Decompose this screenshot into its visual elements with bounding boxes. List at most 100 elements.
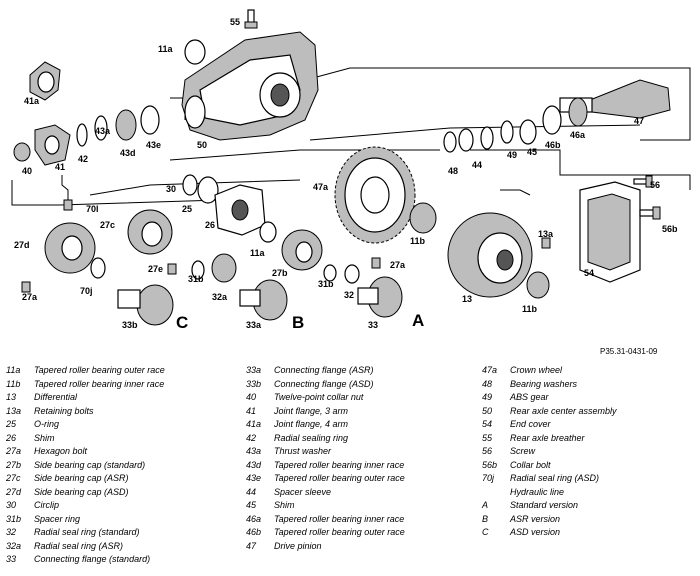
- crown-wheel-part: [334, 146, 416, 244]
- version-markers: C B A: [176, 311, 424, 332]
- version-marker-a: A: [412, 311, 424, 330]
- pinion-bearing-set-part: [76, 105, 160, 147]
- legend-row: 41a Joint flange, 4 arm: [246, 418, 405, 432]
- legend-code: 46a: [246, 513, 262, 524]
- legend-text: Radial seal ring (standard): [34, 527, 140, 537]
- legend-code: 13a: [6, 405, 22, 416]
- legend-code: 44: [246, 486, 257, 497]
- legend-text: Differential: [34, 392, 78, 402]
- legend-text: Joint flange, 4 arm: [274, 419, 349, 429]
- callout: 43e: [146, 140, 161, 150]
- callout: 70j: [80, 286, 93, 296]
- joint-flange-3arm-part: [34, 124, 71, 166]
- legend-text: Drive pinion: [274, 540, 322, 551]
- legend-code: 42: [246, 432, 257, 443]
- legend-code: 55: [482, 432, 493, 443]
- legend-code: 46b: [246, 527, 262, 537]
- legend-code: 32a: [6, 540, 22, 551]
- legend-row: Hydraulic line: [482, 486, 617, 500]
- legend-text: Rear axle breather: [510, 432, 585, 443]
- legend-code: 70j: [482, 473, 495, 483]
- callout: 27c: [100, 220, 115, 230]
- legend-code: 43e: [246, 473, 262, 483]
- legend-text: Spacer sleeve: [274, 486, 332, 497]
- legend-text: Rear axle center assembly: [510, 405, 617, 416]
- side-bearing-cap-standard-part: [281, 229, 323, 271]
- legend-code: 56b: [482, 459, 498, 470]
- spacer-ring-part: [191, 260, 205, 280]
- legend-code: B: [482, 513, 489, 524]
- legend-text: Connecting flange (ASR): [274, 365, 374, 375]
- callout: 55: [230, 17, 240, 27]
- callout: 27a: [390, 260, 406, 270]
- callout: 27a: [22, 292, 38, 302]
- legend-text: Retaining bolts: [34, 405, 94, 416]
- legend-text: Tapered roller bearing inner race: [274, 459, 405, 470]
- callout: 11a: [250, 248, 266, 258]
- legend-text: O-ring: [34, 419, 60, 429]
- legend-code: 43a: [246, 446, 262, 456]
- legend-row: 13a Retaining bolts: [6, 405, 165, 419]
- legend-text: Joint flange, 3 arm: [274, 405, 349, 416]
- legend-text: Crown wheel: [510, 365, 563, 375]
- callout-labels: 55 11a 41a 41 40 42 43a 43d 43e 50 47 46…: [14, 17, 678, 330]
- legend-code: 27a: [6, 446, 22, 456]
- callout: 42: [78, 154, 88, 164]
- callout: 43d: [120, 148, 136, 158]
- legend-text: Shim: [274, 500, 295, 510]
- legend-text: Bearing washers: [510, 378, 578, 389]
- legend-code: A: [482, 500, 489, 510]
- legend-row: B ASR version: [482, 513, 617, 527]
- callout: 31b: [188, 274, 204, 284]
- joint-flange-4arm-part: [29, 61, 61, 101]
- legend-code: 26: [6, 432, 17, 443]
- callout: 45: [527, 147, 537, 157]
- legend-code: 33: [6, 554, 17, 564]
- legend-code: 41: [246, 405, 257, 416]
- legend-text: Connecting flange (ASD): [274, 378, 374, 389]
- connector-lines: [11, 67, 691, 206]
- callout: 41: [55, 162, 65, 172]
- legend-code: 41a: [246, 419, 262, 429]
- hexagon-bolt-part: [21, 281, 31, 293]
- reference-code: P35.31-0431-09: [600, 347, 658, 356]
- callout: 13a: [538, 229, 554, 239]
- legend-row: 11a Tapered roller bearing outer race: [6, 364, 165, 378]
- legend-code: 11a: [6, 365, 21, 375]
- legend-code: 56: [482, 446, 493, 456]
- legend-text: ASR version: [510, 513, 561, 524]
- radial-seal-asr-part: [211, 253, 237, 283]
- legend-text: Hexagon bolt: [34, 446, 88, 456]
- callout: 11a: [158, 44, 174, 54]
- legend-row: 55 Rear axle breather: [482, 432, 617, 446]
- connecting-flange-standard-part: [357, 276, 403, 318]
- version-marker-b: B: [292, 313, 304, 332]
- callout: 40: [22, 166, 32, 176]
- legend-text: Spacer ring: [34, 513, 81, 524]
- callout: 46a: [570, 130, 586, 140]
- circlip-part: [182, 174, 198, 196]
- axle-housing-part: [181, 31, 319, 141]
- retaining-bolt-part: [541, 237, 551, 249]
- legend-code: 27d: [6, 486, 22, 497]
- shim-plate-part: [214, 184, 266, 236]
- callout: 33: [368, 320, 378, 330]
- legend-text: Tapered roller bearing outer race: [34, 365, 165, 375]
- radial-seal-standard-part: [344, 264, 360, 284]
- version-marker-c: C: [176, 313, 188, 332]
- legend-text: ASD version: [510, 527, 561, 537]
